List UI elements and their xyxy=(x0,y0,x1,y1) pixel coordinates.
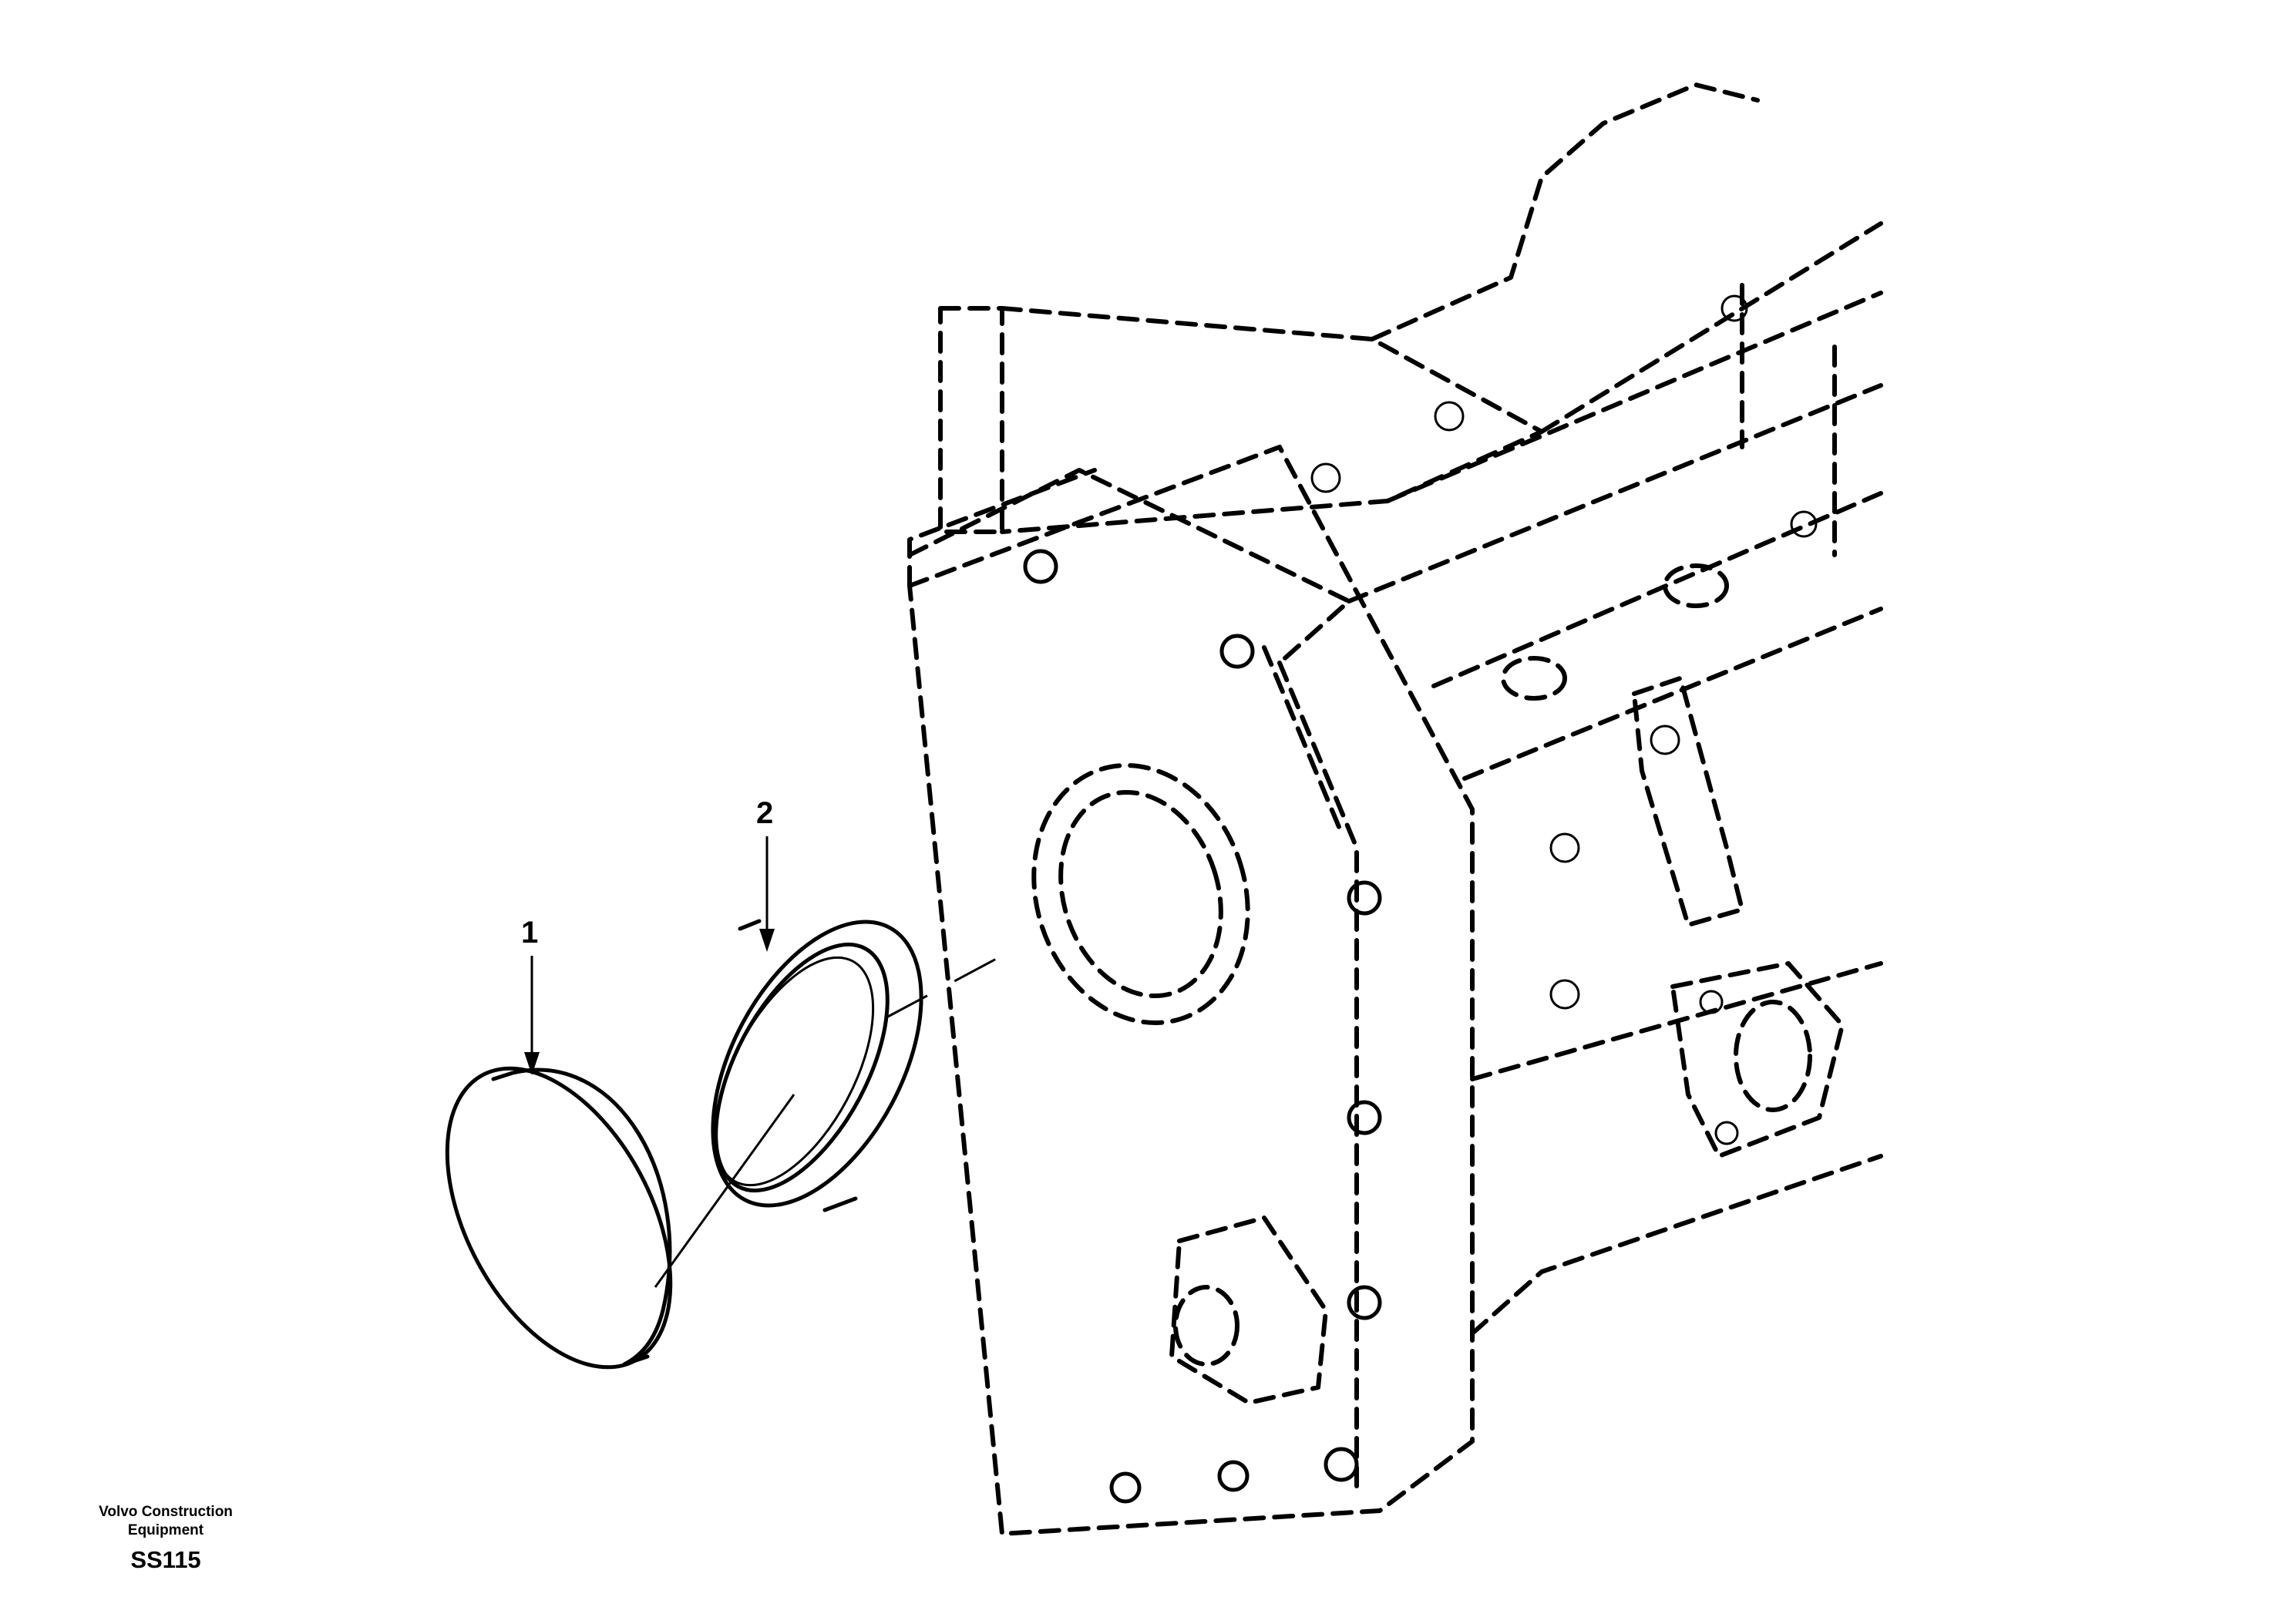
brand-name-line2: Equipment xyxy=(127,1522,204,1538)
brand-name-line1: Volvo Construction xyxy=(99,1504,233,1520)
drawing-code: SS115 xyxy=(130,1546,201,1573)
engine-housing-outline xyxy=(907,82,1883,1536)
axis-line-2 xyxy=(886,954,1003,1019)
axis-line-1 xyxy=(654,1094,796,1288)
brand-block: Volvo Construction Equipment SS115 xyxy=(77,1503,254,1575)
cover-part xyxy=(445,1066,673,1370)
callout-leader-1 xyxy=(524,956,540,1075)
seal-ring-part xyxy=(711,919,923,1212)
callout-leader-2 xyxy=(759,836,775,952)
callout-number-1: 1 xyxy=(521,916,539,950)
callout-number-2: 2 xyxy=(756,796,774,830)
